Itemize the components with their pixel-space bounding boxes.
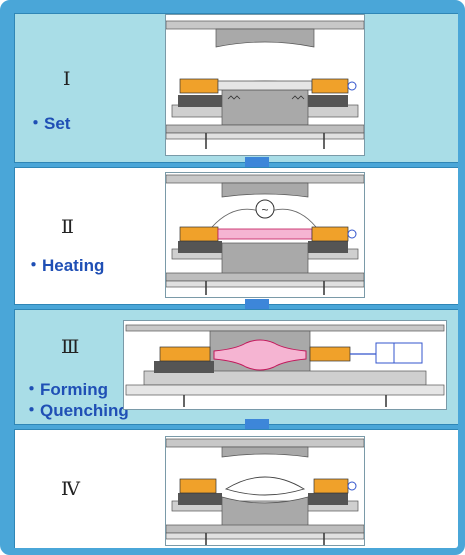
ac-source-symbol: ~ [261,203,268,217]
step-numeral: Ⅳ [61,479,80,500]
step-panel-1: Ⅰ ・Set [14,13,458,163]
step-panel-2: Ⅱ ・Heating ~ [14,167,458,305]
step-numeral: Ⅰ [63,69,71,90]
step-label: ・Heating [25,256,105,275]
press-illustration-formed [165,436,365,546]
step-panel-4: Ⅳ [14,429,458,548]
press-illustration-forming [123,320,447,410]
step-numeral: Ⅲ [61,337,80,358]
step-label: ・Forming [23,380,108,399]
step-numeral: Ⅱ [61,217,74,238]
step-label: ・Quenching [23,401,129,420]
step-label: ・Set [27,114,71,133]
press-illustration-heating: ~ [165,172,365,298]
press-illustration-set [165,14,365,156]
step-panel-3: Ⅲ ・Forming ・Quenching [14,309,458,425]
